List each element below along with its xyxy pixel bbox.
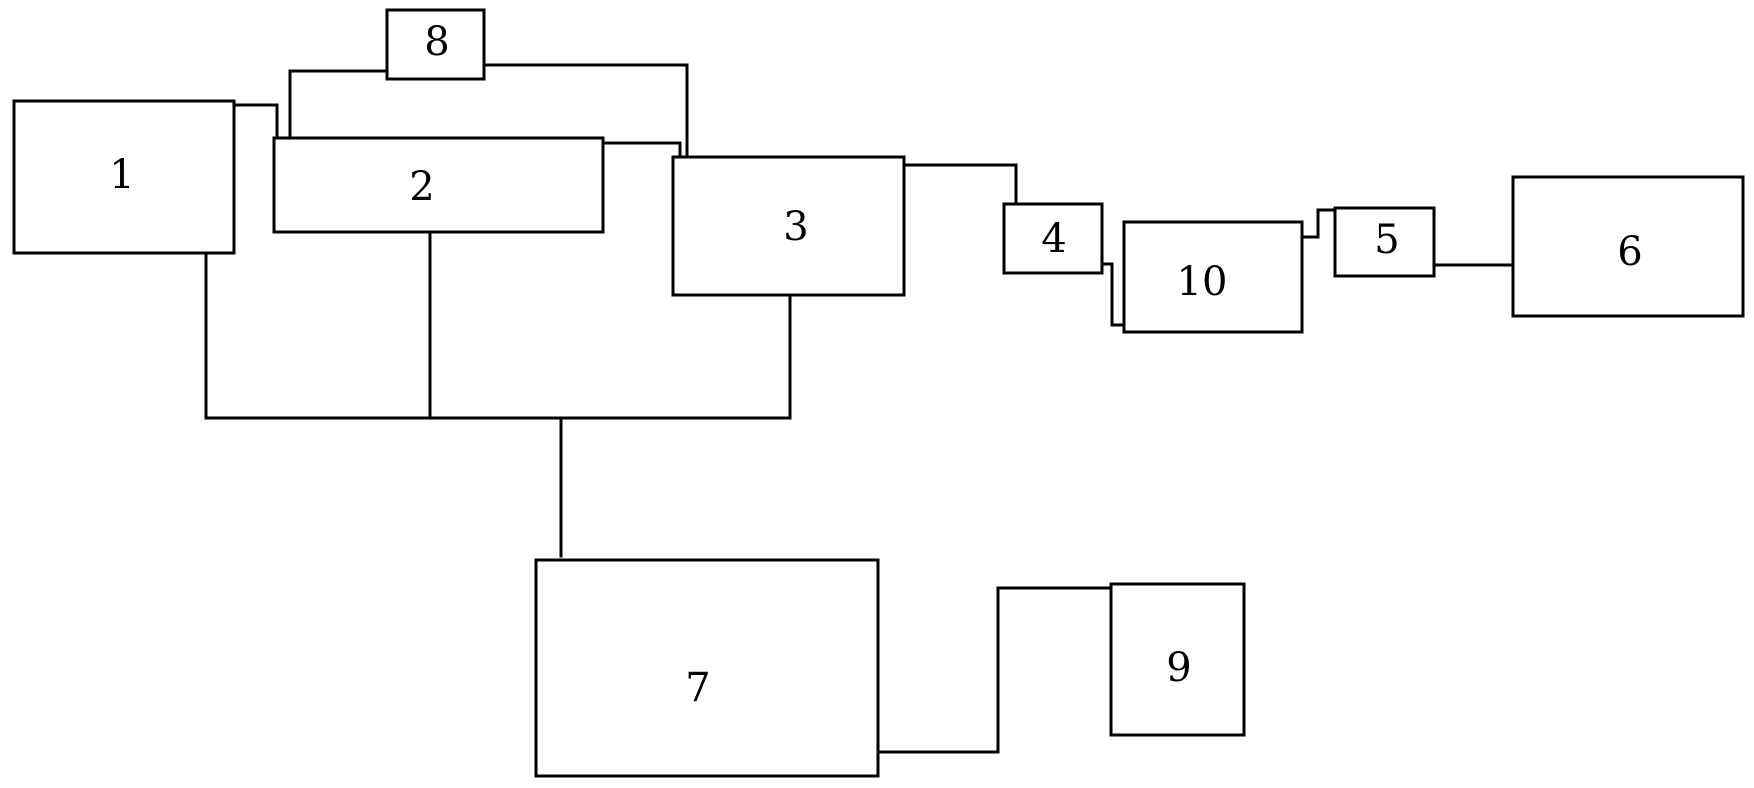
block-1-label: 1 <box>109 152 134 198</box>
block-9-label: 9 <box>1166 645 1191 691</box>
block-2-label: 2 <box>409 164 434 210</box>
connector-8-3 <box>482 63 689 159</box>
block-5: 5 <box>1333 206 1436 278</box>
block-10-label: 10 <box>1177 259 1228 305</box>
block-10: 10 <box>1122 220 1304 334</box>
block-5-label: 5 <box>1374 217 1399 263</box>
block-7-label: 7 <box>685 665 710 711</box>
block-9: 9 <box>1109 582 1246 737</box>
connector-2-3 <box>601 141 682 159</box>
connector-1-2 <box>232 103 279 140</box>
connector-10-5 <box>1300 208 1337 239</box>
connector-7-9 <box>876 586 1113 754</box>
connector-3-4 <box>902 163 1018 206</box>
block-6: 6 <box>1511 175 1745 318</box>
block-4-label: 4 <box>1041 216 1066 262</box>
connector-4-10 <box>1100 262 1126 327</box>
connector-8-2 <box>288 69 389 140</box>
block-1: 1 <box>12 99 236 255</box>
block-4: 4 <box>1002 202 1104 275</box>
block-6-label: 6 <box>1617 229 1642 275</box>
block-2: 2 <box>272 136 605 234</box>
block-3-label: 3 <box>783 204 808 250</box>
block-3: 3 <box>671 155 906 297</box>
connectors <box>204 63 1515 754</box>
block-8: 8 <box>385 8 486 81</box>
block-8-label: 8 <box>424 19 449 65</box>
block-7: 7 <box>534 558 880 778</box>
